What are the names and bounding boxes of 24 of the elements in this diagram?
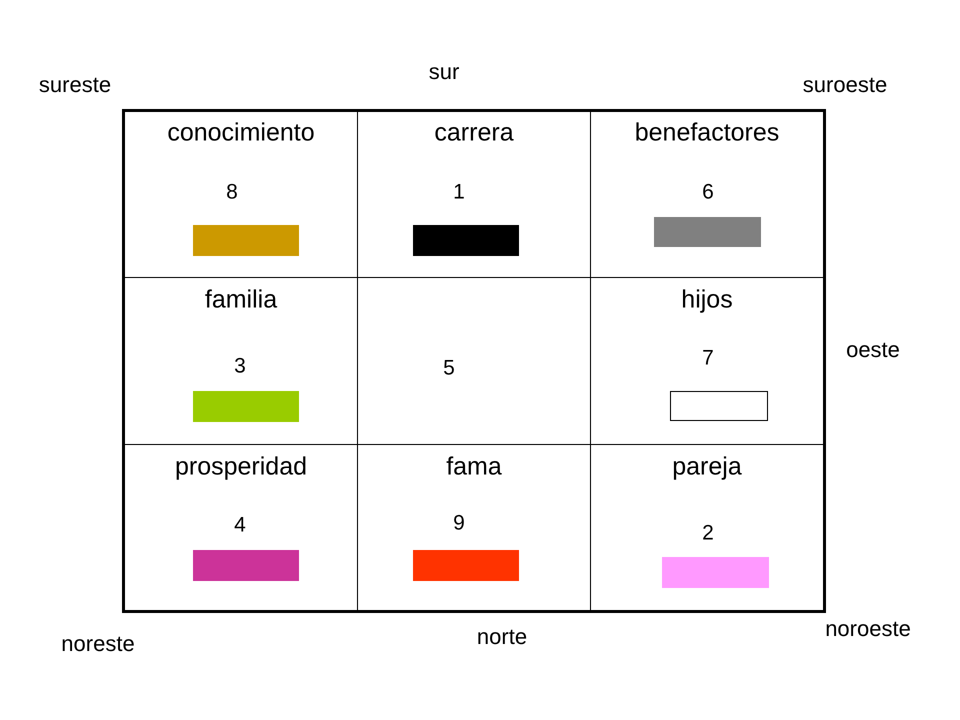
cell-number: 4: [234, 513, 246, 537]
cell-heading: hijos: [681, 286, 733, 314]
direction-label: noreste: [61, 632, 135, 656]
cell-heading: conocimiento: [167, 119, 315, 147]
cell-number: 3: [234, 354, 246, 378]
cell-number: 8: [226, 180, 238, 204]
cell-number: 9: [453, 511, 465, 535]
cell-heading: prosperidad: [174, 453, 308, 481]
cell-heading: fama: [446, 453, 502, 481]
direction-label: sureste: [38, 72, 112, 98]
cell-number: 5: [443, 356, 455, 380]
direction-label: norte: [476, 624, 528, 650]
cell-number: 6: [702, 180, 714, 204]
cell-number: 2: [702, 521, 714, 545]
cell-heading: carrera: [434, 119, 514, 147]
direction-label: sur: [428, 60, 460, 84]
direction-label: oeste: [846, 338, 900, 362]
cell-heading: benefactores: [634, 119, 780, 147]
cell-heading: pareja: [672, 453, 742, 481]
cell-number: 1: [453, 180, 465, 204]
cell-heading: familia: [204, 286, 278, 314]
direction-label: noroeste: [825, 616, 911, 642]
cell-number: 7: [702, 346, 714, 370]
direction-label: suroeste: [802, 72, 888, 98]
